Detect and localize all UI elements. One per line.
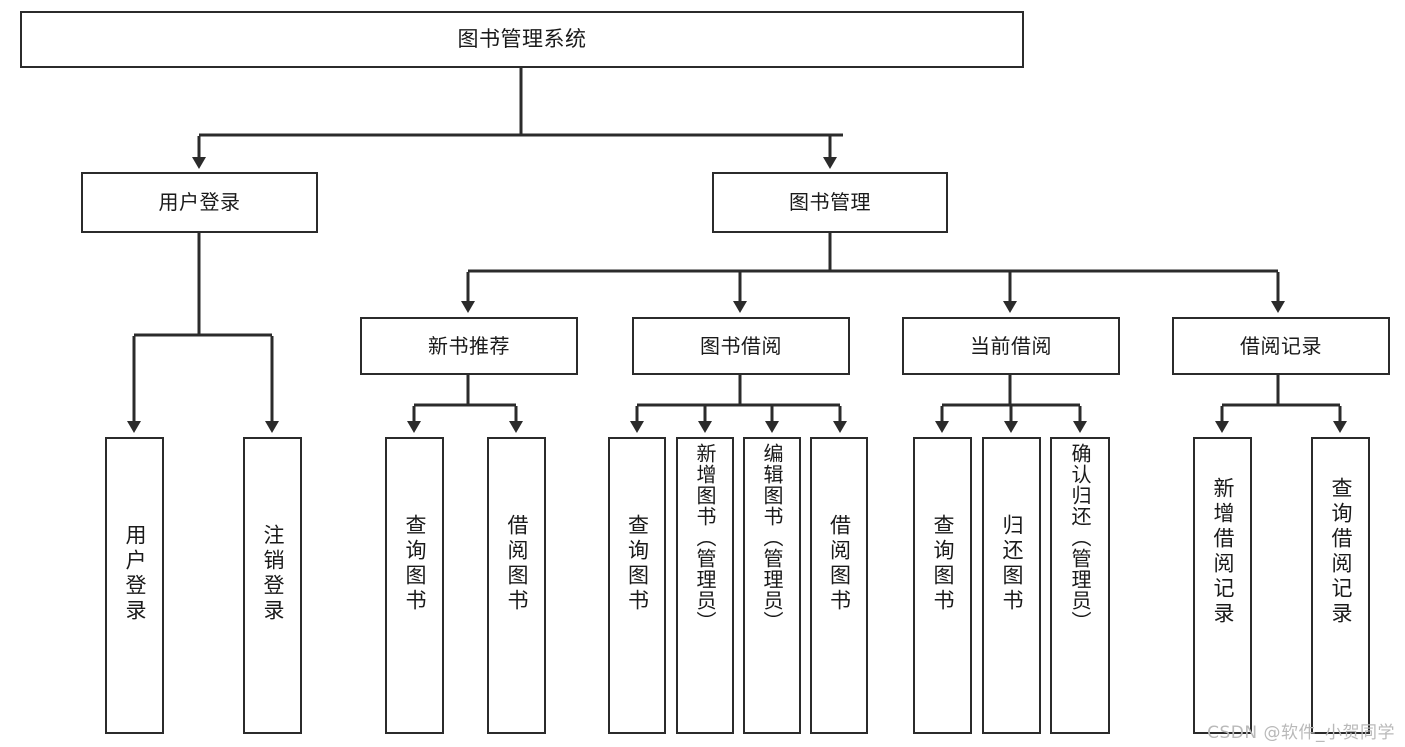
node-label: 当前借阅: [970, 333, 1052, 358]
leaf-user-login[interactable]: 用户登录: [105, 437, 164, 734]
node-label: 编辑图书（管理员）: [760, 443, 784, 632]
node-label: 新增图书（管理员）: [693, 443, 717, 632]
node-label: 借阅图书: [505, 514, 529, 614]
leaf-add-borrow-record[interactable]: 新增借阅记录: [1193, 437, 1252, 734]
leaf-edit-book-admin[interactable]: 编辑图书（管理员）: [743, 437, 801, 734]
node-label: 注销登录: [261, 524, 285, 624]
leaf-return-book[interactable]: 归还图书: [982, 437, 1041, 734]
node-label: 借阅记录: [1240, 333, 1322, 358]
node-label: 用户登录: [123, 524, 147, 624]
leaf-query-book-recommend[interactable]: 查询图书: [385, 437, 444, 734]
node-label: 确认归还（管理员）: [1068, 443, 1092, 632]
node-borrow-record[interactable]: 借阅记录: [1172, 317, 1390, 375]
leaf-confirm-return-admin[interactable]: 确认归还（管理员）: [1050, 437, 1110, 734]
node-current-borrow[interactable]: 当前借阅: [902, 317, 1120, 375]
leaf-borrow-book-borrow[interactable]: 借阅图书: [810, 437, 868, 734]
node-label: 图书管理: [789, 190, 871, 215]
node-label: 查询图书: [403, 514, 427, 614]
leaf-query-book-borrow[interactable]: 查询图书: [608, 437, 666, 734]
node-label: 新书推荐: [428, 333, 510, 358]
node-label: 查询图书: [625, 514, 650, 614]
leaf-query-borrow-record[interactable]: 查询借阅记录: [1311, 437, 1370, 734]
node-label: 归还图书: [1000, 514, 1024, 614]
leaf-query-book-current[interactable]: 查询图书: [913, 437, 972, 734]
leaf-borrow-book-recommend[interactable]: 借阅图书: [487, 437, 546, 734]
leaf-logout-login[interactable]: 注销登录: [243, 437, 302, 734]
node-book-management-system[interactable]: 图书管理系统: [20, 11, 1024, 68]
node-book-borrow[interactable]: 图书借阅: [632, 317, 850, 375]
node-label: 查询图书: [931, 514, 955, 614]
node-label: 用户登录: [158, 190, 241, 215]
node-label: 借阅图书: [827, 514, 852, 614]
node-label: 查询借阅记录: [1329, 477, 1353, 627]
node-label: 新增借阅记录: [1211, 477, 1235, 627]
leaf-add-book-admin[interactable]: 新增图书（管理员）: [676, 437, 734, 734]
node-label: 图书管理系统: [457, 26, 587, 51]
node-book-management[interactable]: 图书管理: [712, 172, 948, 233]
node-user-login[interactable]: 用户登录: [81, 172, 318, 233]
watermark: CSDN @软件_小贺同学: [1207, 723, 1395, 743]
node-label: 图书借阅: [700, 333, 782, 358]
node-new-book-recommend[interactable]: 新书推荐: [360, 317, 578, 375]
